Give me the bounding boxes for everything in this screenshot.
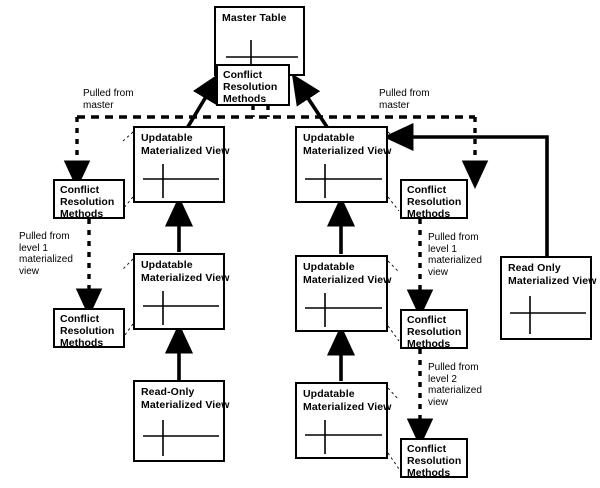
node-label-line-1: Updatable (303, 132, 355, 144)
node-label-line-1: Read Only (508, 262, 561, 274)
node-umv-l2-left[interactable]: Updatable Materialized View (133, 253, 229, 330)
node-label-line-1: Updatable (141, 259, 193, 271)
label-pulled-from-master-left: Pulled from master (83, 88, 134, 111)
label-line-1: Pulled from (83, 88, 134, 99)
node-crm-right-2[interactable]: Conflict Resolution Methods (400, 309, 468, 350)
node-crm-master[interactable]: Conflict Resolution Methods (216, 64, 290, 106)
crm-line-1: Conflict (60, 313, 100, 325)
table-glyph-icon (305, 164, 382, 198)
table-glyph-icon (305, 420, 382, 454)
node-crm-left-2[interactable]: Conflict Resolution Methods (53, 308, 125, 349)
node-label-line-1: Updatable (141, 132, 193, 144)
crm-line-2: Resolution (60, 325, 115, 337)
label-line-1: Pulled from (379, 88, 430, 99)
edge-umv-l1-right-to-master (291, 73, 331, 131)
crm-line-1: Conflict (407, 443, 447, 455)
label-pulled-from-level1-right: Pulled from level 1 materialized view (428, 232, 482, 278)
label-pulled-from-level1-left: Pulled from level 1 materialized view (19, 231, 73, 277)
edge-umv-l1-left-to-master (184, 72, 221, 131)
node-label: Master Table (222, 12, 287, 24)
node-romv-left[interactable]: Read-Only Materialized View (133, 380, 229, 462)
label-line-2: master (83, 99, 114, 111)
label-line-1: Pulled from (428, 362, 479, 373)
crm-line-3: Methods (223, 93, 267, 105)
edge-romv-right-to-umv-l1-right (383, 122, 549, 256)
label-line-3: materialized (428, 385, 482, 396)
table-glyph-icon (143, 291, 219, 325)
crm-line-1: Conflict (407, 184, 447, 196)
label-line-3: materialized (19, 254, 73, 265)
table-glyph-icon (143, 420, 219, 456)
node-umv-l3-right[interactable]: Updatable Materialized View (295, 382, 392, 459)
crm-line-2: Resolution (60, 196, 115, 208)
label-pulled-from-level2-right: Pulled from level 2 materialized view (428, 362, 482, 408)
crm-line-2: Resolution (407, 326, 462, 338)
node-umv-l1-left[interactable]: Updatable Materialized View (133, 126, 229, 203)
node-label-line-2: Materialized View (141, 144, 230, 157)
node-umv-l2-right[interactable]: Updatable Materialized View (295, 255, 392, 332)
label-pulled-from-master-right: Pulled from master (379, 88, 430, 111)
crm-line-1: Conflict (407, 314, 447, 326)
node-umv-l1-right[interactable]: Updatable Materialized View (295, 126, 392, 203)
node-label-line-2: Materialized View (141, 271, 230, 284)
node-label-line-2: Materialized View (508, 274, 597, 287)
node-label-line-2: Materialized View (303, 144, 392, 157)
table-glyph-icon (143, 164, 219, 198)
node-label-line-1: Updatable (303, 388, 355, 400)
table-glyph-icon (305, 293, 382, 327)
crm-line-1: Conflict (223, 69, 263, 81)
crm-line-2: Resolution (407, 455, 462, 467)
crm-line-1: Conflict (60, 184, 100, 196)
label-line-4: view (428, 266, 449, 278)
node-label-line-2: Materialized View (303, 273, 392, 286)
node-romv-right[interactable]: Read Only Materialized View (500, 256, 596, 340)
node-crm-right-3[interactable]: Conflict Resolution Methods (400, 438, 468, 479)
label-line-2: level 2 (428, 373, 457, 385)
crm-line-3: Methods (60, 208, 104, 220)
crm-line-3: Methods (407, 467, 451, 479)
crm-line-2: Resolution (223, 81, 278, 93)
table-glyph-icon (510, 296, 586, 334)
node-label-line-2: Materialized View (141, 398, 230, 411)
crm-line-3: Methods (60, 337, 104, 349)
label-line-1: Pulled from (428, 232, 479, 243)
label-line-4: view (428, 396, 449, 408)
label-line-1: Pulled from (19, 231, 70, 242)
node-label-line-1: Read-Only (141, 386, 195, 398)
crm-line-3: Methods (407, 208, 451, 220)
label-line-2: level 1 (428, 243, 457, 255)
label-line-4: view (19, 265, 40, 277)
node-label-line-1: Updatable (303, 261, 355, 273)
label-line-3: materialized (428, 255, 482, 266)
node-label-line-2: Materialized View (303, 400, 392, 413)
node-crm-left-1[interactable]: Conflict Resolution Methods (53, 179, 125, 220)
leader-lines (121, 131, 400, 470)
node-crm-right-1[interactable]: Conflict Resolution Methods (400, 179, 468, 220)
label-line-2: level 1 (19, 242, 48, 254)
label-line-2: master (379, 99, 410, 111)
crm-line-3: Methods (407, 338, 451, 350)
crm-line-2: Resolution (407, 196, 462, 208)
